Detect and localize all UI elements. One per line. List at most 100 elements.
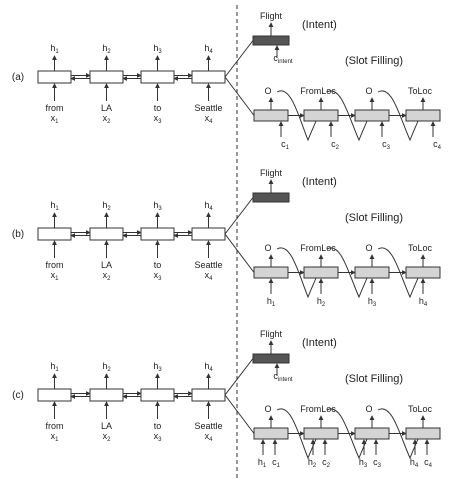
slot-label: O [365,404,372,414]
decoder-cell [405,109,441,122]
hidden-state-label: h1 [50,361,59,373]
context-label: c4 [424,457,433,469]
input-word: LA [101,421,112,431]
intent-title: (Intent) [302,19,337,31]
hidden-input-label: h3 [359,457,368,469]
input-symbol: x2 [103,431,112,443]
decoder-cell [253,427,289,440]
hidden-input-label: h3 [368,296,377,308]
encoder-cell [89,388,124,402]
input-word: to [154,260,162,270]
fan-to-intent [224,358,254,396]
hidden-input-label: h2 [317,296,326,308]
slot-label: O [365,243,372,253]
encoder-cell [89,70,124,84]
encoder-cell [37,227,72,241]
encoder-cell [191,70,226,84]
decoder-cell [354,109,390,122]
panel-a: (a)h1fromx1h2LAx2h3tox3h4Seattlex4Flight… [12,11,442,151]
slot-label: ToLoc [408,86,433,96]
hidden-input-label: h1 [267,296,276,308]
input-symbol: x4 [205,113,214,125]
hidden-state-label: h2 [102,361,111,373]
slot-title: (Slot Filling) [345,212,403,224]
feedback-curve [276,247,317,299]
input-symbol: x2 [103,270,112,282]
slot-label: O [365,86,372,96]
input-word: to [154,421,162,431]
hidden-state-label: h4 [204,43,213,55]
encoder-cell [89,227,124,241]
encoder-cell [37,70,72,84]
hidden-input-label: h4 [419,296,428,308]
input-word: from [46,421,64,431]
panel-label: (b) [12,229,24,240]
encoder-cell [191,227,226,241]
feedback-curve [377,247,419,299]
panel-b: (b)h1fromx1h2LAx2h3tox3h4Seattlex4Flight… [12,168,441,308]
input-word: from [46,103,64,113]
hidden-state-label: h4 [204,361,213,373]
input-word: to [154,103,162,113]
input-word: Seattle [194,103,222,113]
context-label: c3 [373,457,382,469]
hidden-state-label: h4 [204,200,213,212]
input-symbol: x4 [205,431,214,443]
hidden-state-label: h3 [153,361,162,373]
input-word: LA [101,103,112,113]
encoder-cell [140,388,175,402]
input-symbol: x1 [51,113,60,125]
intent-decoder [252,192,290,203]
context-label: c4 [433,139,442,151]
fan-to-intent [224,40,254,78]
slot-label: FromLoc [300,243,336,253]
decoder-cell [253,109,289,122]
intent-decoder [252,35,290,46]
encoder-cell [140,70,175,84]
context-label: c3 [382,139,391,151]
hidden-state-label: h1 [50,43,59,55]
decoder-cell [354,266,390,279]
intent-output: Flight [260,168,283,178]
decoder-cell [405,266,441,279]
decoder-cell [354,427,390,440]
slot-label: O [264,86,271,96]
slot-label: ToLoc [408,404,433,414]
intent-context-label: cintent [273,53,293,65]
hidden-state-label: h3 [153,43,162,55]
hidden-state-label: h2 [102,43,111,55]
hidden-input-label: h1 [258,457,267,469]
feedback-curve [276,90,317,142]
intent-decoder [252,353,290,364]
context-label: c1 [281,139,290,151]
encoder-cell [191,388,226,402]
hidden-state-label: h1 [50,200,59,212]
input-symbol: x1 [51,431,60,443]
encoder-cell [37,388,72,402]
panel-label: (c) [12,390,24,401]
hidden-input-label: h2 [308,457,317,469]
input-symbol: x3 [154,270,163,282]
panel-c: (c)h1fromx1h2LAx2h3tox3h4Seattlex4Flight… [12,329,441,469]
input-word: Seattle [194,260,222,270]
input-word: Seattle [194,421,222,431]
slot-label: FromLoc [300,404,336,414]
hidden-state-label: h3 [153,200,162,212]
input-symbol: x1 [51,270,60,282]
context-label: c1 [272,457,281,469]
feedback-curve [326,247,368,299]
panel-label: (a) [12,72,24,83]
decoder-cell [303,266,339,279]
input-word: from [46,260,64,270]
intent-title: (Intent) [302,176,337,188]
hidden-input-label: h4 [410,457,419,469]
intent-output: Flight [260,329,283,339]
slot-title: (Slot Filling) [345,55,403,67]
intent-output: Flight [260,11,283,21]
intent-context-label: cintent [273,371,293,383]
input-word: LA [101,260,112,270]
decoder-cell [253,266,289,279]
slot-label: O [264,404,271,414]
input-symbol: x3 [154,113,163,125]
fan-to-slots [224,233,255,273]
